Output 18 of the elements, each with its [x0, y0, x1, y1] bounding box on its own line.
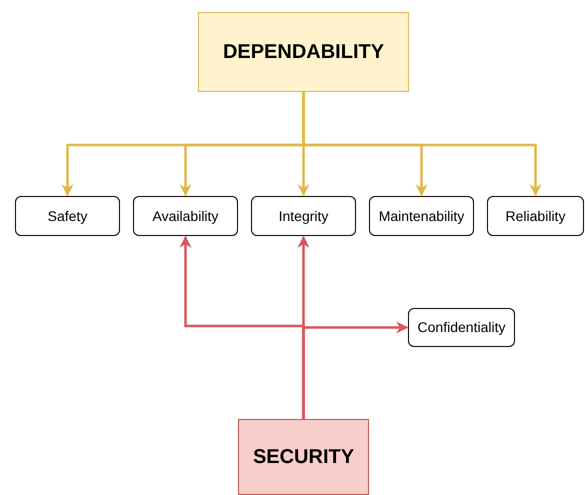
attribute-box	[133, 196, 238, 236]
arrow	[302, 92, 542, 196]
attribute-box	[15, 196, 120, 236]
arrow	[302, 322, 408, 419]
attribute-box	[369, 196, 474, 236]
box-label: Safety	[48, 206, 88, 226]
box-label: Integrity	[278, 206, 328, 226]
attribute-box	[487, 196, 584, 236]
attribute-box	[408, 308, 515, 347]
box-label: Reliability	[506, 206, 566, 226]
box-label: SECURITY	[252, 445, 354, 470]
attribute-box	[251, 196, 356, 236]
box-label: DEPENDABILITY	[222, 40, 384, 65]
box-label: Confidentiality	[418, 318, 506, 337]
box-label: Maintenability	[378, 206, 464, 226]
category-box	[198, 12, 409, 92]
category-box	[238, 419, 369, 495]
box-label: Availability	[152, 206, 218, 226]
